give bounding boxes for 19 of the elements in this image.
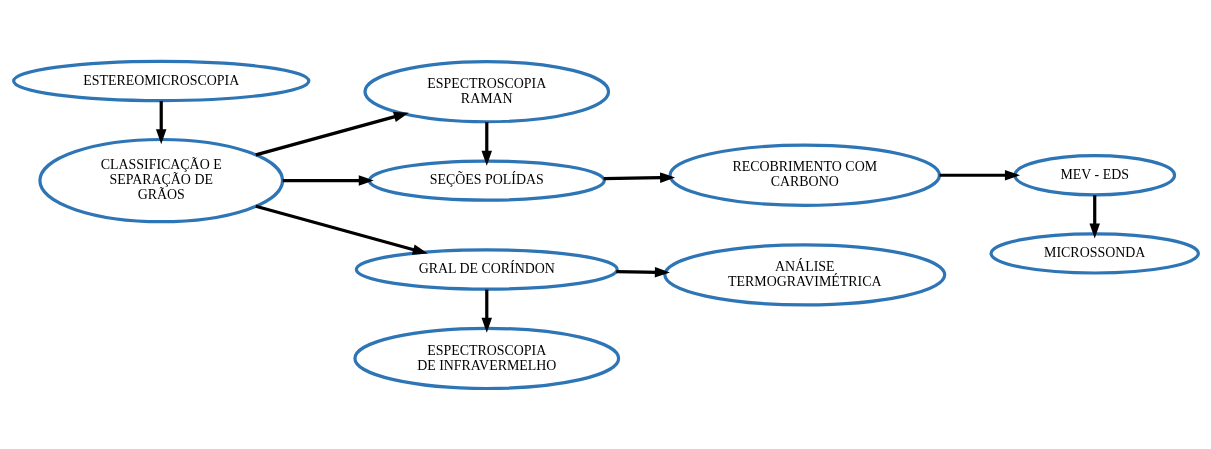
node-ellipse: SEÇÕES POLÍDAS: [367, 158, 606, 202]
arrow: [282, 174, 374, 186]
arrow: [155, 100, 166, 144]
arrow: [481, 289, 492, 333]
arrow: [615, 266, 670, 278]
node-ellipse: GRAL DE CORÍNDON: [354, 247, 619, 291]
arrow: [254, 111, 409, 156]
node-ellipse: CLASSIFICAÇÃO E SEPARAÇÃO DE GRÃOS: [37, 137, 284, 223]
arrow: [603, 171, 675, 183]
node-ellipse: ANÁLISE TERMOGRAVIMÉTRICA: [662, 242, 946, 307]
arrow: [1088, 194, 1100, 238]
arrow: [481, 121, 492, 166]
node-ellipse: ESTEREOMICROSCOPIA: [11, 59, 310, 102]
arrow: [939, 169, 1020, 180]
node-ellipse: ESPECTROSCOPIA DE INFRAVERMELHO: [352, 326, 620, 390]
node-ellipse: RECOBRIMENTO COM CARBONO: [667, 143, 941, 207]
arrow: [254, 204, 428, 255]
node-ellipse: MEV - EDS: [1012, 153, 1176, 196]
node-ellipse: MICROSSONDA: [988, 231, 1200, 275]
